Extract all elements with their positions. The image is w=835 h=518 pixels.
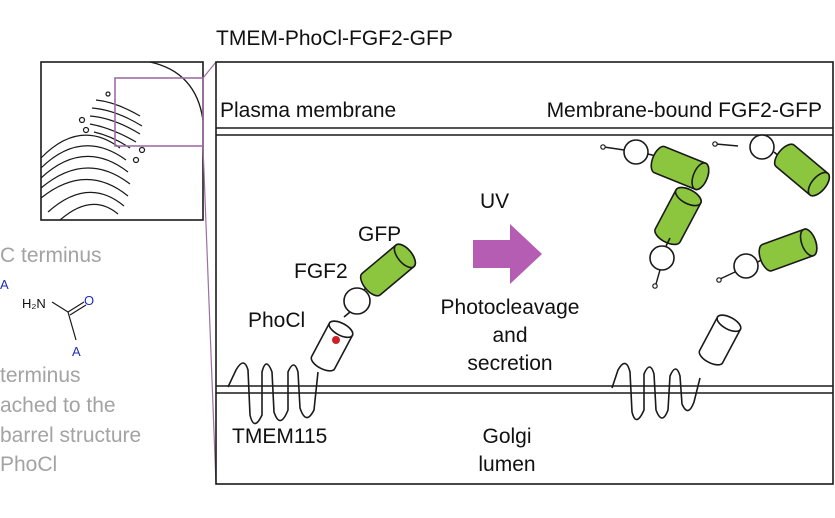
- chem-o: O: [84, 293, 94, 308]
- uv-arrow-icon: [473, 224, 542, 284]
- zoom-region: [114, 77, 204, 147]
- tmem-construct: [227, 239, 421, 425]
- chromophore-dot: [332, 336, 340, 344]
- zoom-lines: [202, 61, 217, 485]
- golgi-stack-icon: [40, 91, 146, 221]
- label-gfp: GFP: [358, 223, 401, 246]
- amide-structure: H₂N O A: [22, 293, 94, 359]
- label-tmem115: TMEM115: [232, 425, 327, 448]
- side-c-terminus: C terminus: [0, 244, 102, 267]
- chem-a: A: [72, 344, 81, 359]
- label-plasma-membrane: Plasma membrane: [220, 99, 396, 122]
- tmem115-helix-right: [611, 362, 701, 421]
- side-line4: PhoCl: [0, 453, 57, 476]
- side-a-top: A: [0, 277, 9, 292]
- tmem115-helix: [227, 362, 319, 425]
- fgf2-sphere: [343, 287, 371, 315]
- label-fgf2: FGF2: [294, 260, 348, 283]
- label-membrane-bound: Membrane-bound FGF2-GFP: [547, 99, 822, 122]
- golgi-membrane-line: [216, 385, 833, 394]
- label-process-3: secretion: [467, 352, 552, 375]
- cleaved-remnant: [611, 311, 745, 421]
- side-line2: ached to the: [0, 394, 116, 417]
- phocl-barrel-right: [695, 311, 745, 369]
- secreted-fgf2-gfp-2: [712, 134, 835, 201]
- label-golgi-1: Golgi: [482, 425, 531, 448]
- label-golgi-2: lumen: [478, 453, 535, 476]
- plasma-membrane-line: [216, 127, 833, 136]
- chem-h2n: H₂N: [22, 296, 46, 311]
- side-line1: terminus: [0, 364, 81, 387]
- diagram-title: TMEM-PhoCl-FGF2-GFP: [216, 27, 453, 50]
- secreted-fgf2-gfp-3: [649, 183, 705, 289]
- label-uv: UV: [480, 190, 509, 213]
- golgi-inset: [40, 61, 217, 485]
- phocl-barrel: [307, 317, 357, 375]
- gfp-barrel: [355, 239, 421, 301]
- secreted-fgf2-gfp-4: [716, 226, 821, 283]
- secreted-fgf2-gfp-1: [600, 139, 713, 193]
- label-process-2: and: [492, 324, 527, 347]
- main-panel: [215, 61, 834, 485]
- side-note: C terminus A H₂N O A terminus ached to t…: [0, 244, 141, 476]
- label-phocl: PhoCl: [248, 309, 305, 332]
- side-line3: barrel structure: [0, 424, 141, 447]
- label-process-1: Photocleavage: [441, 296, 580, 319]
